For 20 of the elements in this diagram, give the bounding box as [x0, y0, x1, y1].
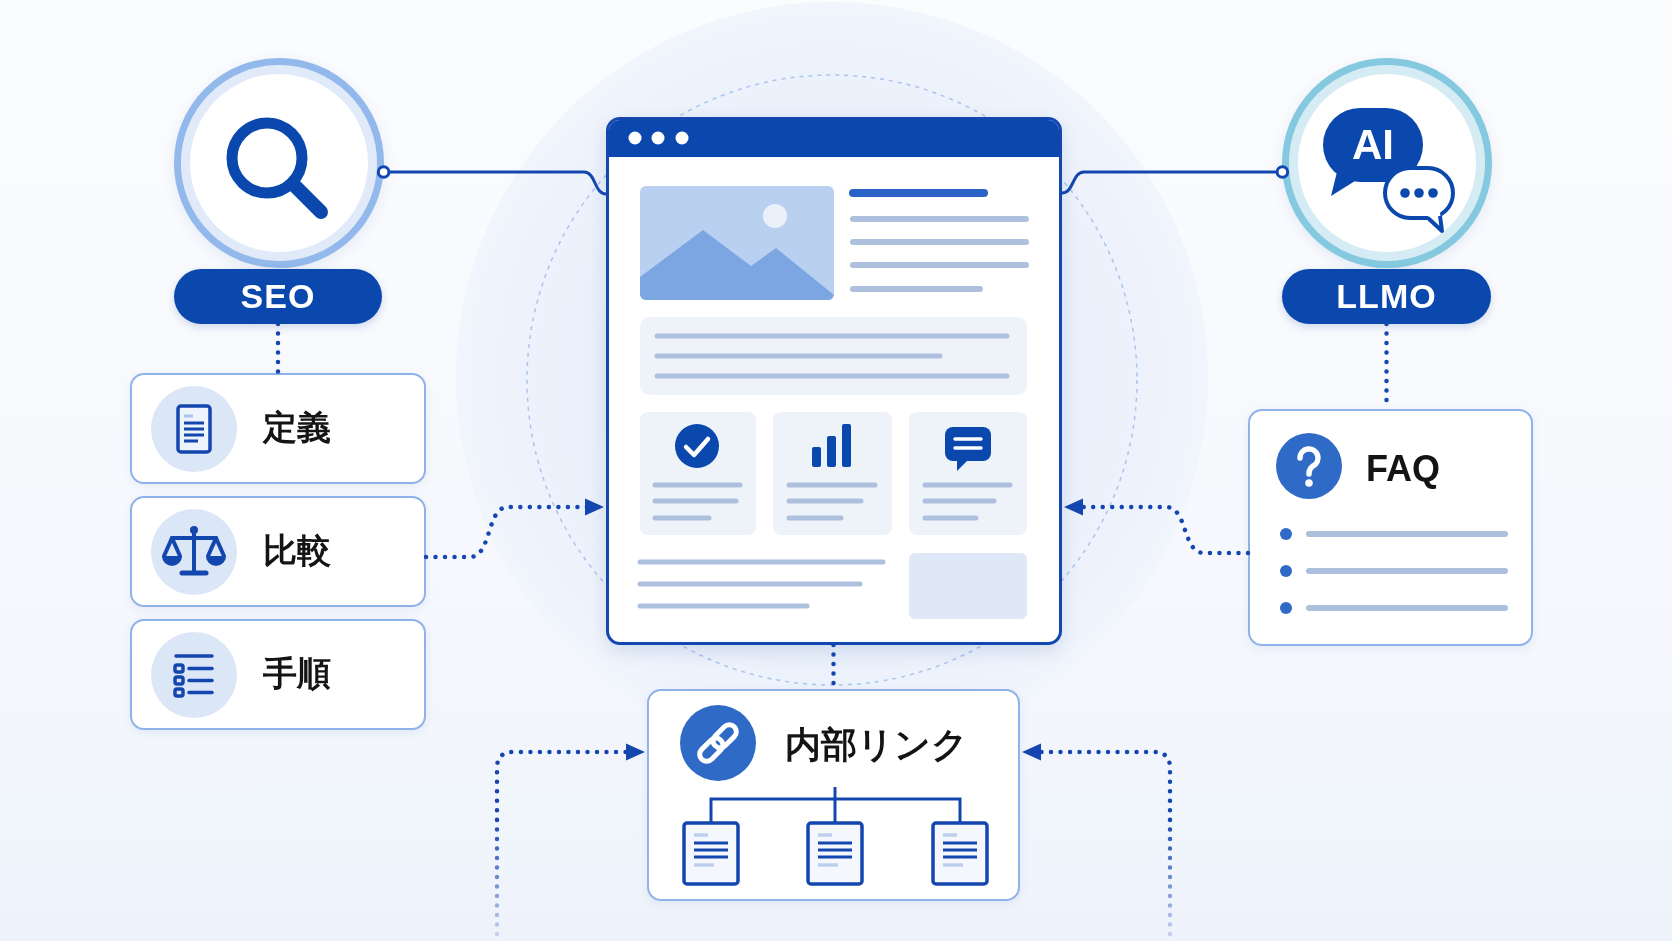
topic-card [130, 496, 426, 607]
label-pill: LLMO [1282, 269, 1491, 324]
card-title: 内部リンク [785, 725, 968, 765]
topic-card [1248, 409, 1533, 646]
topic-card [130, 619, 426, 730]
browser-window [606, 117, 1062, 645]
card-title: 比較 [263, 532, 331, 570]
connector-line [376, 165, 608, 196]
dotted-arrow [1062, 498, 1251, 556]
dotted-arrow [494, 743, 647, 937]
dotted-arrow [1020, 743, 1173, 937]
dotted-line [275, 321, 281, 376]
topic-card [130, 373, 426, 484]
topic-card [647, 689, 1020, 901]
label-pill: SEO [174, 269, 382, 324]
card-title: FAQ [1366, 449, 1440, 489]
card-title: 手順 [263, 655, 331, 693]
dotted-arrow [423, 498, 606, 560]
card-title: 定義 [263, 409, 331, 447]
bubble-text: AI [1352, 121, 1394, 169]
